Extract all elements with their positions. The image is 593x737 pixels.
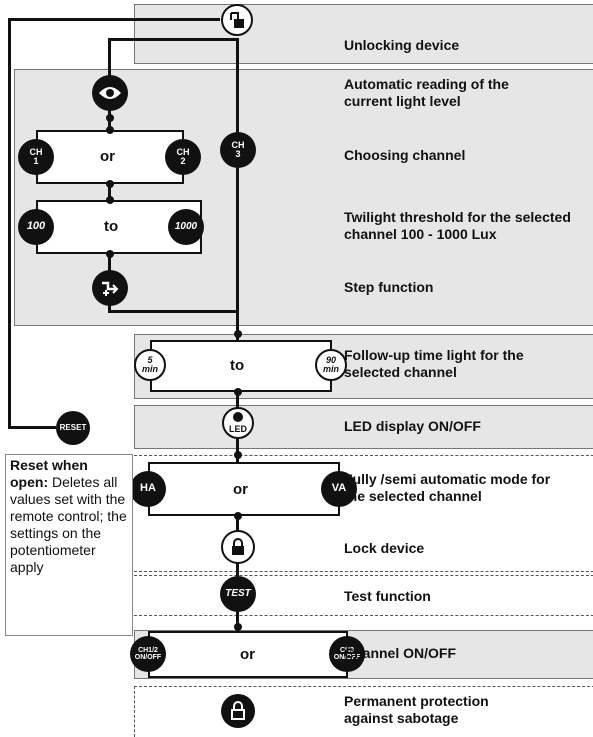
label-channel-onoff: Channel ON/OFF — [344, 645, 456, 661]
label-choosing-channel: Choosing channel — [344, 147, 466, 163]
flow-line-upper-bar — [108, 38, 239, 41]
label-lock-device: Lock device — [344, 540, 425, 556]
or-connector: or — [100, 148, 115, 165]
label-led-display: LED display ON/OFF — [344, 418, 481, 434]
label-test-function: Test function — [344, 588, 431, 604]
or-connector: or — [233, 481, 248, 498]
junction-dot — [234, 330, 242, 338]
unlock-icon — [221, 4, 253, 36]
panel-unlocking — [134, 4, 593, 64]
lock-icon — [221, 530, 255, 564]
led-indicator-icon — [233, 412, 243, 422]
sabotage-lock-icon — [221, 694, 255, 728]
junction-dot — [106, 250, 114, 258]
junction-dot — [106, 180, 114, 188]
junction-dot — [106, 196, 114, 204]
ha-node: HA — [130, 471, 166, 507]
junction-dot — [234, 451, 242, 459]
label-unlocking: Unlocking device — [344, 37, 460, 53]
panel-led — [134, 405, 593, 449]
followup-box — [150, 340, 332, 392]
or-connector: or — [240, 646, 255, 663]
junction-dot — [106, 114, 114, 122]
to-connector: to — [104, 218, 119, 235]
junction-dot — [234, 623, 242, 631]
value-1000-node: 1000 — [168, 209, 204, 245]
label-step-function: Step function — [344, 279, 434, 295]
flow-line-reset-top — [8, 18, 220, 21]
eye-icon — [92, 75, 128, 111]
test-node: TEST — [220, 576, 256, 612]
led-node: LED — [222, 407, 254, 439]
to-connector: to — [230, 357, 245, 374]
panel-test — [134, 575, 593, 616]
flow-line-reset-bottom — [8, 426, 56, 429]
channel-onoff-box — [148, 631, 348, 678]
va-node: VA — [321, 471, 357, 507]
junction-dot — [106, 126, 114, 134]
reset-note: Reset when open: Deletes all values set … — [5, 454, 133, 636]
reset-node: RESET — [56, 411, 90, 445]
flow-line-reset-vertical — [8, 18, 11, 429]
step-function-icon — [92, 270, 128, 306]
junction-dot — [234, 388, 242, 396]
junction-dot — [234, 512, 242, 520]
value-100-node: 100 — [18, 209, 54, 245]
flow-line-left-join — [108, 310, 239, 313]
